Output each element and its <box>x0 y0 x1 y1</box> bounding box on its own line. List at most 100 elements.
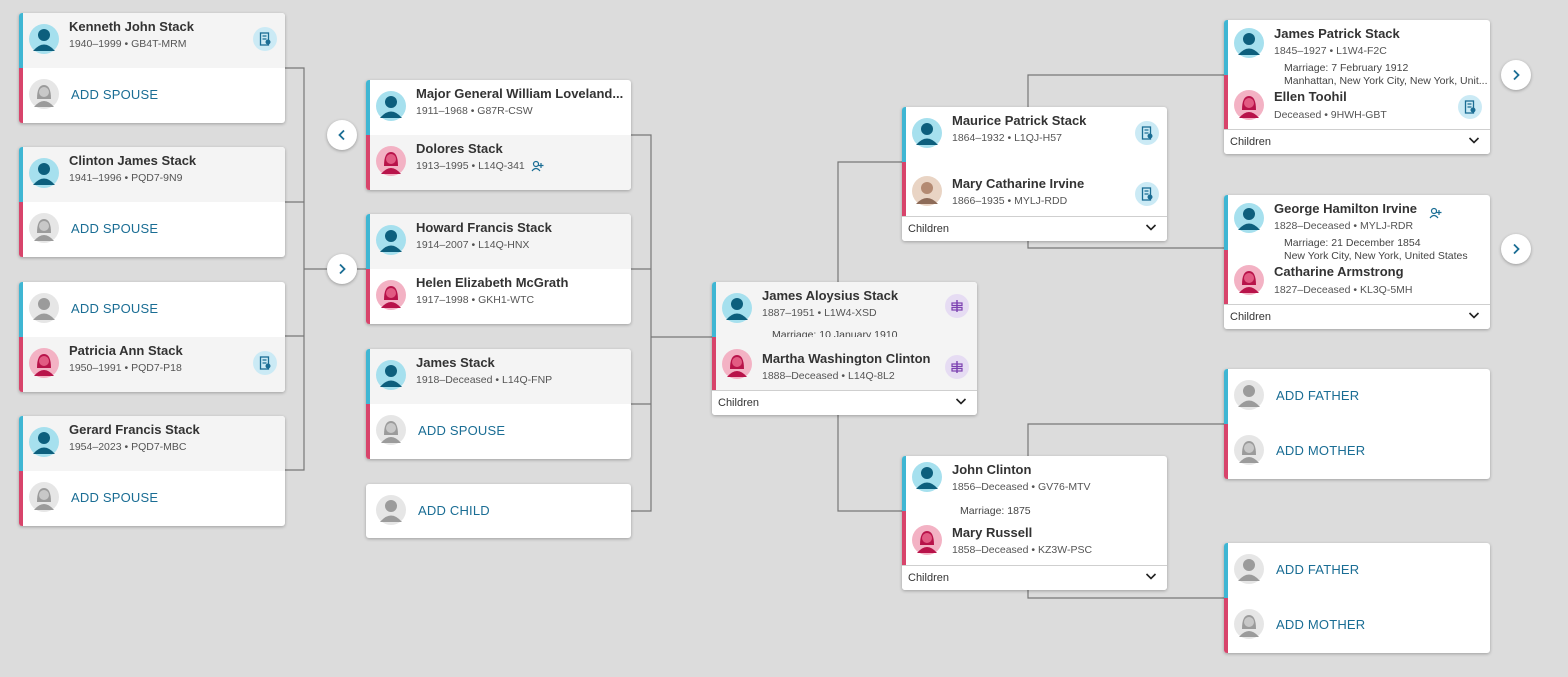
person-name[interactable]: Helen Elizabeth McGrath <box>416 275 569 290</box>
person-row[interactable]: Maurice Patrick Stack 1864–1932 • L1QJ-H… <box>902 107 1167 162</box>
person-name[interactable]: James Patrick Stack <box>1274 26 1400 41</box>
add-child-button[interactable]: ADD CHILD <box>418 503 490 518</box>
family-card-howard[interactable]: Howard Francis Stack 1914–2007 • L14Q-HN… <box>366 214 631 324</box>
focus-couple-card[interactable]: James Aloysius Stack 1887–1951 • L1W4-XS… <box>712 282 977 415</box>
add-father-button[interactable]: ADD FATHER <box>1276 562 1360 577</box>
person-name[interactable]: Major General William Loveland... <box>416 86 624 101</box>
photo-avatar-icon <box>912 176 942 206</box>
person-name[interactable]: Dolores Stack <box>416 141 597 156</box>
person-row[interactable]: Clinton James Stack 1941–1996 • PQD7-9N9 <box>19 147 285 202</box>
children-dropdown[interactable]: Children <box>712 390 977 415</box>
grandparents-card-james-patrick[interactable]: James Patrick Stack 1845–1927 • L1W4-F2C… <box>1224 20 1490 154</box>
grandparents-card-irvine[interactable]: George Hamilton Irvine 1828–Deceased • M… <box>1224 195 1490 329</box>
family-card-kenneth[interactable]: Kenneth John Stack 1940–1999 • GB4T-MRM … <box>19 13 285 123</box>
person-dates: 1858–Deceased • KZ3W-PSC <box>952 544 1093 556</box>
person-name[interactable]: Catharine Armstrong <box>1274 264 1404 279</box>
person-row[interactable]: Martha Washington Clinton 1888–Deceased … <box>712 337 977 391</box>
children-dropdown[interactable]: Children <box>902 565 1167 590</box>
expand-ancestors-button[interactable] <box>1501 234 1531 264</box>
add-father-row[interactable]: ADD FATHER <box>1224 543 1490 598</box>
person-name[interactable]: Ellen Toohil <box>1274 89 1347 104</box>
children-dropdown[interactable]: Children <box>1224 129 1490 154</box>
add-spouse-row[interactable]: ADD SPOUSE <box>19 282 285 337</box>
person-row[interactable]: Kenneth John Stack 1940–1999 • GB4T-MRM <box>19 13 285 68</box>
add-father-row[interactable]: ADD FATHER <box>1224 369 1490 424</box>
record-hint-icon[interactable] <box>1458 95 1482 119</box>
person-row[interactable]: James Stack 1918–Deceased • L14Q-FNP <box>366 349 631 404</box>
person-row[interactable]: Mary Russell 1858–Deceased • KZ3W-PSC <box>902 511 1167 566</box>
person-row[interactable]: Ellen Toohil Deceased • 9HWH-GBT <box>1224 75 1490 130</box>
parents-card-clinton[interactable]: John Clinton 1856–Deceased • GV76-MTV Ma… <box>902 456 1167 590</box>
add-mother-row[interactable]: ADD MOTHER <box>1224 424 1490 479</box>
marriage-date: Marriage: 1875 <box>960 505 1031 517</box>
record-hint-icon[interactable] <box>253 351 277 375</box>
add-child-row[interactable]: ADD CHILD <box>366 484 631 538</box>
person-row[interactable]: Catharine Armstrong 1827–Deceased • KL3Q… <box>1224 250 1490 305</box>
person-name[interactable]: James Stack <box>416 355 495 370</box>
add-spouse-button[interactable]: ADD SPOUSE <box>418 423 506 438</box>
add-parents-card-1[interactable]: ADD FATHER ADD MOTHER <box>1224 369 1490 479</box>
person-row[interactable]: James Patrick Stack 1845–1927 • L1W4-F2C <box>1224 20 1490 75</box>
person-dates: 1864–1932 • L1QJ-H57 <box>952 132 1062 144</box>
add-child-card[interactable]: ADD CHILD <box>366 484 631 538</box>
add-spouse-row[interactable]: ADD SPOUSE <box>19 471 285 526</box>
person-row[interactable]: Mary Catharine Irvine 1866–1935 • MYLJ-R… <box>902 162 1167 217</box>
person-name-text[interactable]: Dolores Stack <box>416 141 503 156</box>
add-spouse-button[interactable]: ADD SPOUSE <box>71 87 159 102</box>
person-row[interactable]: James Aloysius Stack 1887–1951 • L1W4-XS… <box>712 282 977 337</box>
temple-icon[interactable] <box>945 294 969 318</box>
person-row[interactable]: Patricia Ann Stack 1950–1991 • PQD7-P18 <box>19 337 285 392</box>
children-dropdown[interactable]: Children <box>902 216 1167 241</box>
family-card-patricia[interactable]: ADD SPOUSE Patricia Ann Stack 1950–1991 … <box>19 282 285 392</box>
person-name[interactable]: George Hamilton Irvine <box>1274 201 1456 219</box>
add-mother-button[interactable]: ADD MOTHER <box>1276 617 1366 632</box>
person-name[interactable]: Martha Washington Clinton <box>762 351 931 366</box>
person-row[interactable]: Dolores Stack 1913–1995 • L14Q-341 <box>366 135 631 190</box>
person-name[interactable]: Howard Francis Stack <box>416 220 552 235</box>
nav-right-button[interactable] <box>327 254 357 284</box>
record-hint-icon[interactable] <box>1135 182 1159 206</box>
temple-icon[interactable] <box>945 355 969 379</box>
person-name[interactable]: James Aloysius Stack <box>762 288 899 303</box>
person-row[interactable]: George Hamilton Irvine 1828–Deceased • M… <box>1224 195 1490 250</box>
add-spouse-button[interactable]: ADD SPOUSE <box>71 301 159 316</box>
possible-duplicate-icon[interactable] <box>1429 207 1443 219</box>
family-card-william[interactable]: Major General William Loveland... 1911–1… <box>366 80 631 190</box>
family-card-clinton[interactable]: Clinton James Stack 1941–1996 • PQD7-9N9… <box>19 147 285 257</box>
person-row[interactable]: Gerard Francis Stack 1954–2023 • PQD7-MB… <box>19 416 285 471</box>
person-name-text[interactable]: George Hamilton Irvine <box>1274 201 1418 216</box>
add-spouse-button[interactable]: ADD SPOUSE <box>71 221 159 236</box>
nav-left-button[interactable] <box>327 120 357 150</box>
person-row[interactable]: John Clinton 1856–Deceased • GV76-MTV <box>902 456 1167 511</box>
add-parents-card-2[interactable]: ADD FATHER ADD MOTHER <box>1224 543 1490 653</box>
person-row[interactable]: Helen Elizabeth McGrath 1917–1998 • GKH1… <box>366 269 631 324</box>
add-spouse-row[interactable]: ADD SPOUSE <box>19 202 285 257</box>
person-name[interactable]: Clinton James Stack <box>69 153 197 168</box>
children-dropdown[interactable]: Children <box>1224 304 1490 329</box>
family-card-gerard[interactable]: Gerard Francis Stack 1954–2023 • PQD7-MB… <box>19 416 285 526</box>
add-spouse-row[interactable]: ADD SPOUSE <box>19 68 285 123</box>
add-spouse-row[interactable]: ADD SPOUSE <box>366 404 631 459</box>
add-mother-button[interactable]: ADD MOTHER <box>1276 443 1366 458</box>
record-hint-icon[interactable] <box>253 27 277 51</box>
family-card-james[interactable]: James Stack 1918–Deceased • L14Q-FNP ADD… <box>366 349 631 459</box>
add-mother-row[interactable]: ADD MOTHER <box>1224 598 1490 653</box>
person-name[interactable]: Patricia Ann Stack <box>69 343 183 358</box>
possible-duplicate-icon[interactable] <box>531 160 545 172</box>
person-name[interactable]: Kenneth John Stack <box>69 19 194 34</box>
person-row[interactable]: Major General William Loveland... 1911–1… <box>366 80 631 135</box>
person-name[interactable]: Mary Russell <box>952 525 1033 540</box>
record-hint-icon[interactable] <box>1135 121 1159 145</box>
person-name[interactable]: Maurice Patrick Stack <box>952 113 1087 128</box>
person-name[interactable]: Mary Catharine Irvine <box>952 176 1085 191</box>
chevron-down-icon <box>1468 312 1480 319</box>
marriage-place: Manhattan, New York City, New York, Unit… <box>1284 75 1488 87</box>
add-spouse-button[interactable]: ADD SPOUSE <box>71 490 159 505</box>
expand-ancestors-button[interactable] <box>1501 60 1531 90</box>
person-name[interactable]: Gerard Francis Stack <box>69 422 200 437</box>
person-row[interactable]: Howard Francis Stack 1914–2007 • L14Q-HN… <box>366 214 631 269</box>
person-name[interactable]: John Clinton <box>952 462 1032 477</box>
add-father-button[interactable]: ADD FATHER <box>1276 388 1360 403</box>
parents-card-stack[interactable]: Maurice Patrick Stack 1864–1932 • L1QJ-H… <box>902 107 1167 241</box>
